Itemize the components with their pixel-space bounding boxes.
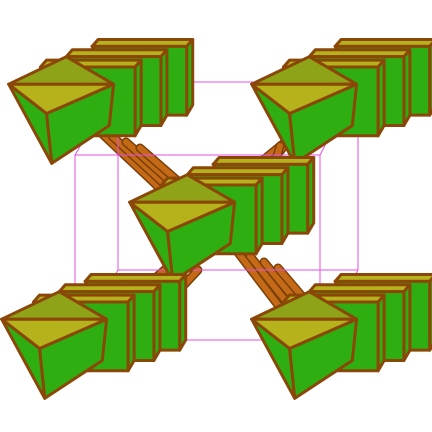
octahedron-chain-top-right — [250, 37, 432, 165]
octahedron-center-0 — [128, 173, 237, 283]
octahedron-top-left-0 — [7, 55, 116, 165]
octahedron-chain-bottom-left — [0, 272, 188, 400]
octahedron-bottom-right-0 — [250, 290, 359, 400]
octahedron-chain-bottom-right — [250, 272, 432, 400]
octahedron-chain-top-left — [7, 37, 195, 165]
octahedron-bottom-left-0-face-front — [0, 317, 109, 350]
octahedron-bottom-right-0-face-front — [250, 317, 359, 350]
octahedron-bottom-left-0 — [0, 290, 109, 400]
octahedron-chain-center — [128, 155, 316, 283]
octahedron-top-right-0 — [250, 55, 359, 165]
octahedron-top-left-0-face-front — [7, 82, 116, 115]
octahedron-center-0-face-front — [128, 200, 237, 233]
bond-upper-left-0 — [95, 127, 171, 199]
octahedron-top-right-0-face-front — [250, 82, 359, 115]
